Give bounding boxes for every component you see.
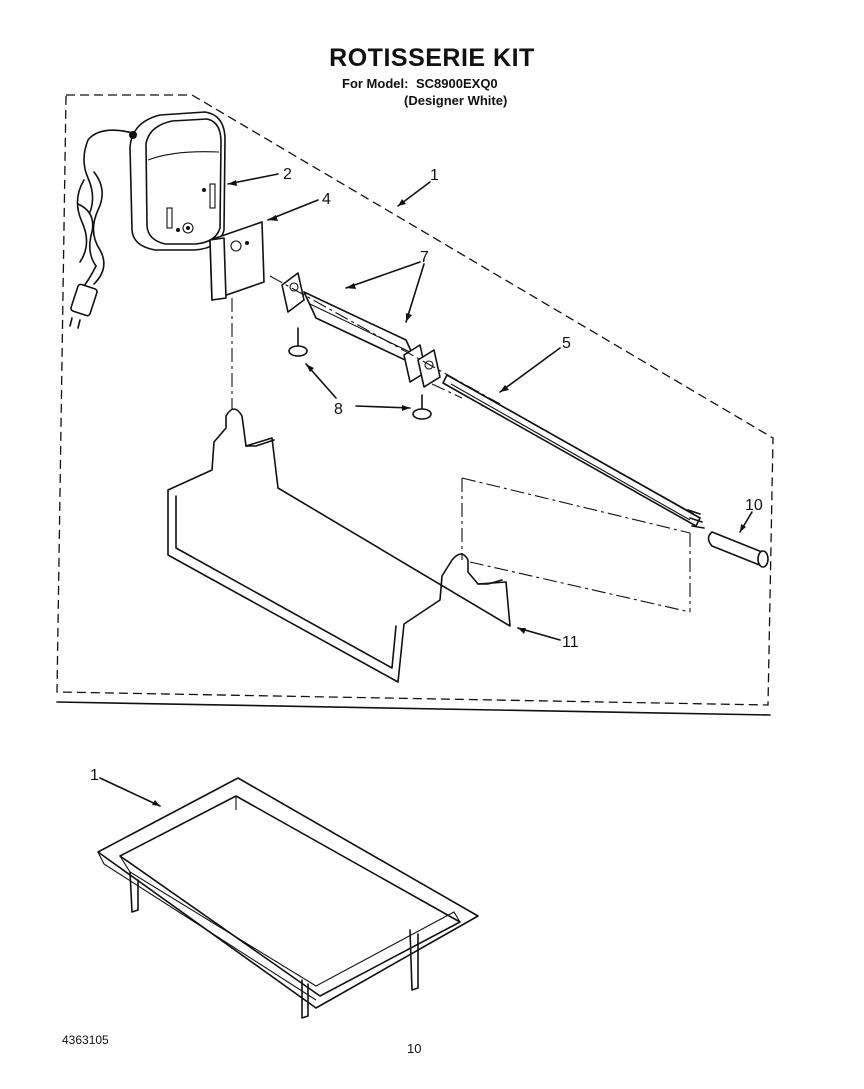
callout-8-thumb-screws: 8 — [334, 401, 343, 418]
model-label: For Model: — [342, 76, 409, 91]
callout-11-rack: 11 — [562, 634, 579, 651]
callout-7-forks: 7 — [420, 249, 429, 266]
callout-2-motor: 2 — [283, 166, 292, 183]
spit-rod — [442, 374, 705, 529]
callout-1-drip-pan: 1 — [90, 767, 99, 784]
spit-handle — [707, 531, 769, 568]
model-line: For Model: SC8900EXQ0 — [342, 76, 498, 91]
wire-rack — [167, 408, 511, 683]
power-cord — [69, 129, 134, 329]
callout-4-bracket: 4 — [322, 191, 331, 208]
page-title: ROTISSERIE KIT — [329, 44, 535, 72]
assembly-reference-lines — [231, 275, 691, 613]
thumb-screws — [288, 327, 432, 420]
callout-10-handle: 10 — [745, 497, 763, 514]
kit-boundary-bottom-rule — [56, 701, 771, 716]
callout-5-spit-rod: 5 — [562, 335, 571, 352]
callout-1-kit: 1 — [430, 167, 439, 184]
mounting-bracket — [209, 221, 265, 301]
leader-lines — [99, 173, 753, 807]
model-number: SC8900EXQ0 — [416, 76, 498, 91]
part-number: 4363105 — [62, 1033, 109, 1047]
model-variant: (Designer White) — [404, 93, 508, 108]
drip-pan — [97, 777, 479, 1019]
kit-boundary — [56, 94, 774, 706]
rotisserie-motor — [129, 111, 226, 251]
page-number: 10 — [407, 1041, 422, 1056]
